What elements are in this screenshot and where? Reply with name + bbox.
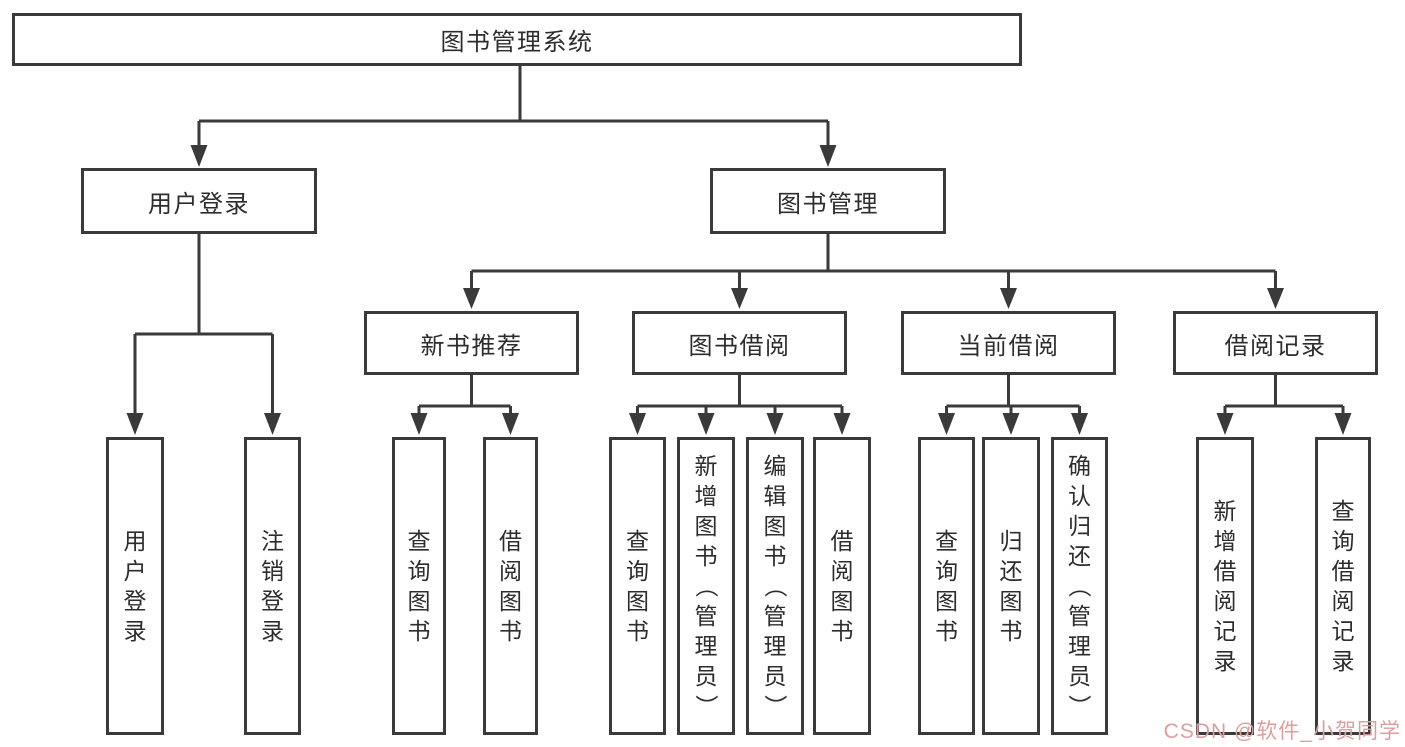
arrowhead-icon <box>819 145 837 167</box>
node-book-borrow: 图书借阅 <box>632 311 847 375</box>
leaf-cb-return-books: 归还图书 <box>982 437 1040 735</box>
arrowhead-icon <box>1216 413 1234 435</box>
arrowhead-icon <box>126 413 144 435</box>
arrowhead-icon <box>629 413 646 435</box>
watermark: CSDN @软件_小贺同学 <box>1163 720 1401 743</box>
arrowhead-icon <box>938 413 955 435</box>
leaf-user-login: 用户登录 <box>106 437 164 735</box>
arrowhead-icon <box>1002 413 1020 435</box>
leaf-nbr-query-books: 查询图书 <box>392 437 446 735</box>
arrowhead-icon <box>502 413 519 435</box>
node-new-book-rec: 新书推荐 <box>364 311 579 375</box>
arrowhead-icon <box>410 413 428 435</box>
leaf-bb-add-books: 新增图书（管理员） <box>677 437 735 735</box>
arrowhead-icon <box>731 288 748 309</box>
node-book-mgmt: 图书管理 <box>710 168 946 234</box>
leaf-bb-borrow-books: 借阅图书 <box>813 437 871 735</box>
arrowhead-icon <box>463 288 480 309</box>
arrowhead-icon <box>264 413 281 435</box>
leaf-cb-confirm-return: 确认归还（管理员） <box>1051 437 1108 735</box>
arrowhead-icon <box>1334 413 1352 435</box>
arrowhead-icon <box>833 413 851 435</box>
arrowhead-icon <box>766 413 784 435</box>
arrowhead-icon <box>1000 288 1017 309</box>
arrowhead-icon <box>1071 413 1088 435</box>
leaf-br-add-record: 新增借阅记录 <box>1196 437 1254 735</box>
leaf-bb-edit-books: 编辑图书（管理员） <box>746 437 804 735</box>
node-borrow-record: 借阅记录 <box>1173 311 1378 375</box>
node-current-borrow: 当前借阅 <box>901 311 1116 375</box>
arrowhead-icon <box>697 413 715 435</box>
leaf-cb-query-books: 查询图书 <box>918 437 975 735</box>
leaf-logout: 注销登录 <box>244 437 301 735</box>
arrowhead-icon <box>190 145 208 167</box>
leaf-nbr-borrow-books: 借阅图书 <box>483 437 538 735</box>
node-user-login: 用户登录 <box>81 168 317 234</box>
leaf-br-query-record: 查询借阅记录 <box>1315 437 1371 735</box>
node-root: 图书管理系统 <box>12 13 1022 66</box>
arrowhead-icon <box>1267 288 1284 309</box>
leaf-bb-query-books: 查询图书 <box>609 437 666 735</box>
